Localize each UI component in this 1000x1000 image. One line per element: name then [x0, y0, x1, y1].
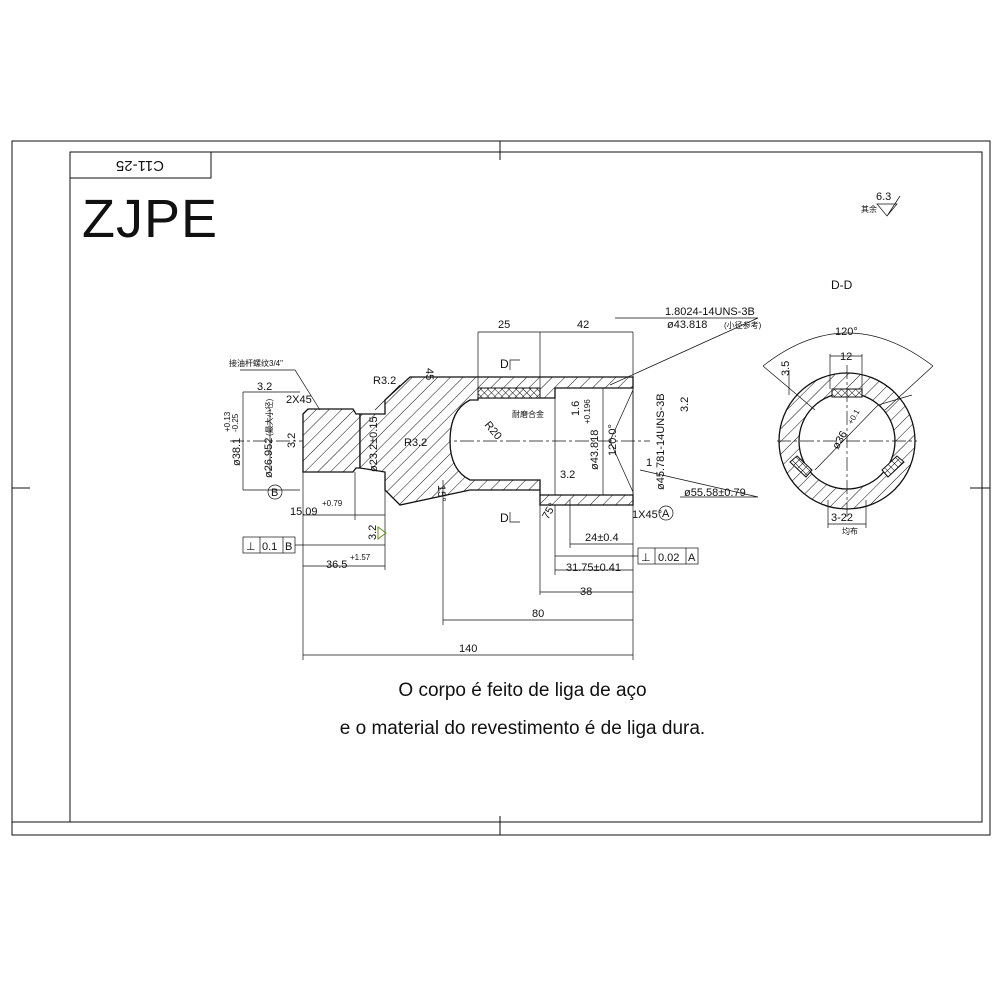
section-d-d-view: 120° 12 3.5 ø36 +0.1 3-22 均布 [762, 326, 934, 536]
svg-text:120.0°: 120.0° [607, 424, 619, 456]
svg-text:80: 80 [532, 608, 544, 620]
svg-text:0.1: 0.1 [262, 541, 277, 553]
svg-text:1X45°: 1X45° [632, 509, 662, 521]
svg-text:耐磨合金: 耐磨合金 [512, 409, 544, 419]
svg-text:120°: 120° [835, 326, 858, 338]
dim-dia-381: ø38.1 [231, 438, 243, 466]
svg-text:3.2: 3.2 [257, 381, 272, 393]
svg-text:12: 12 [840, 351, 852, 363]
svg-text:ø55.58±0.79: ø55.58±0.79 [684, 487, 746, 499]
svg-text:+1.57: +1.57 [350, 553, 371, 562]
svg-text:+0.13: +0.13 [223, 411, 232, 432]
svg-text:(最大小径): (最大小径) [264, 398, 274, 436]
dim-dia-43818: ø43.818 [667, 319, 707, 331]
datum-b: B [271, 487, 278, 499]
title-block [69, 151, 212, 179]
svg-text:R20: R20 [482, 419, 504, 442]
coating-strip [477, 387, 541, 399]
datum-a: A [662, 508, 670, 520]
svg-text:1: 1 [646, 457, 652, 469]
caption-line-2: e o material do revestimento é de liga d… [339, 718, 706, 739]
svg-text:31.75±0.41: 31.75±0.41 [566, 562, 621, 574]
dim-thread-top: 1.8024-14UNS-3B [665, 306, 755, 318]
section-mark-bottom: D [500, 511, 509, 525]
svg-text:3.2: 3.2 [679, 397, 691, 412]
svg-text:36.5: 36.5 [326, 559, 347, 571]
svg-text:ø45.781-14UNS-3B: ø45.781-14UNS-3B [655, 393, 667, 490]
fcf-b: ⊥ 0.1 B [242, 536, 385, 554]
svg-text:其余: 其余 [861, 204, 877, 214]
svg-text:ø23.2±0.15: ø23.2±0.15 [368, 416, 380, 472]
svg-text:ø43.818: ø43.818 [589, 430, 601, 470]
svg-text:15°: 15° [435, 485, 447, 502]
svg-text:15.09: 15.09 [290, 506, 318, 518]
svg-text:+0.196: +0.196 [583, 399, 592, 424]
title-block-text: C11-25 [116, 157, 164, 174]
svg-text:均布: 均布 [842, 526, 858, 536]
svg-text:3.2: 3.2 [367, 525, 379, 540]
surface-roughness-note: 其余 6.3 [861, 191, 901, 217]
svg-text:⊥: ⊥ [641, 552, 651, 564]
svg-text:0.02: 0.02 [658, 552, 679, 564]
svg-text:45: 45 [423, 368, 435, 380]
drawing-frame: C11-25 [11, 140, 991, 836]
dim-25: 25 [498, 319, 510, 331]
svg-text:-0.25: -0.25 [231, 413, 240, 432]
main-section-view: D D [230, 317, 759, 660]
svg-text:140: 140 [459, 643, 477, 655]
svg-text:3.5: 3.5 [780, 361, 792, 376]
section-label: D-D [831, 278, 853, 292]
svg-text:1.6: 1.6 [570, 401, 582, 416]
section-mark-top: D [500, 357, 509, 371]
svg-text:A: A [688, 552, 696, 564]
svg-text:(小径参考): (小径参考) [724, 320, 762, 330]
fcf-a: ⊥ 0.02 A [555, 547, 699, 565]
svg-text:2X45: 2X45 [286, 394, 312, 406]
svg-text:3-22: 3-22 [831, 512, 853, 524]
svg-text:6.3: 6.3 [876, 191, 891, 203]
svg-text:B: B [285, 541, 292, 553]
svg-text:R3.2: R3.2 [373, 375, 396, 387]
thread-note: 接油杆螺纹3/4" [229, 358, 283, 368]
svg-text:⊥: ⊥ [246, 541, 256, 553]
svg-text:38: 38 [580, 586, 592, 598]
svg-text:+0.79: +0.79 [322, 499, 343, 508]
svg-text:R3.2: R3.2 [404, 437, 427, 449]
svg-text:3.2: 3.2 [286, 433, 298, 448]
svg-text:24±0.4: 24±0.4 [585, 532, 619, 544]
logo: ZJPE [82, 189, 219, 249]
svg-text:3.2: 3.2 [560, 469, 575, 481]
svg-text:ø26.952: ø26.952 [263, 438, 275, 478]
dimension-labels: 25 42 1.8024-14UNS-3B ø43.818 (小径参考) 接油杆… [223, 306, 762, 655]
dim-42: 42 [577, 319, 589, 331]
caption-line-1: O corpo é feito de liga de aço [398, 680, 647, 701]
